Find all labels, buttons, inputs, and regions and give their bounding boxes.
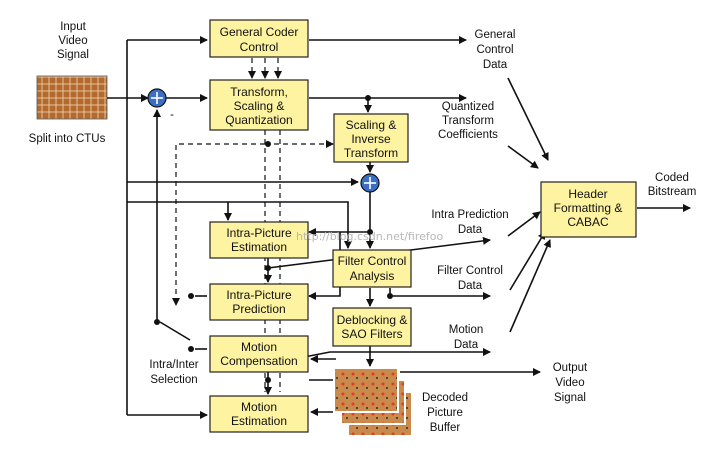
svg-text:Selection: Selection — [150, 374, 197, 386]
svg-text:SAO Filters: SAO Filters — [341, 327, 402, 341]
svg-text:Bitstream: Bitstream — [648, 186, 697, 198]
svg-text:General: General — [475, 29, 516, 41]
svg-text:Filter Control: Filter Control — [437, 265, 503, 277]
deblocking-sao-filters-block: Deblocking & SAO Filters — [332, 307, 412, 347]
quantized-coefficients-label: Quantized Transform Coefficients — [438, 101, 498, 141]
svg-text:Estimation: Estimation — [231, 414, 287, 428]
svg-text:Deblocking &: Deblocking & — [337, 313, 408, 327]
motion-data-to-header-arrow — [509, 239, 551, 333]
svg-text:Transform: Transform — [442, 115, 494, 127]
input-label-line-2: Video — [58, 35, 87, 47]
svg-text:Motion: Motion — [241, 400, 277, 414]
decoded-picture-buffer-label: Decoded Picture Buffer — [422, 392, 468, 434]
intra-inter-selection-label: Intra/Inter Selection — [149, 359, 198, 386]
intra-prediction-data-label: Intra Prediction Data — [431, 209, 508, 236]
svg-text:Coded: Coded — [655, 172, 689, 184]
motion-data-label: Motion Data — [449, 324, 484, 351]
svg-text:Formatting &: Formatting & — [554, 201, 623, 215]
split-label: Split into CTUs — [29, 133, 106, 145]
svg-text:Scaling &: Scaling & — [346, 118, 397, 132]
filter-control-analysis-block: Filter Control Analysis — [332, 249, 412, 288]
svg-text:Intra/Inter: Intra/Inter — [149, 359, 198, 371]
svg-text:Control: Control — [476, 44, 513, 56]
svg-text:Prediction: Prediction — [232, 302, 285, 316]
general-control-data-label: General Control Data — [475, 29, 516, 71]
svg-text:Transform,: Transform, — [230, 85, 288, 99]
svg-text:Buffer: Buffer — [430, 422, 461, 434]
svg-text:Scaling &: Scaling & — [234, 99, 285, 113]
svg-text:Intra-Picture: Intra-Picture — [226, 288, 292, 302]
svg-text:Transform: Transform — [344, 146, 398, 160]
svg-text:Video: Video — [555, 377, 584, 389]
decoded-picture-buffer-frames — [333, 367, 413, 437]
general-coder-control-block: General Coder Control — [209, 19, 309, 58]
input-frame-image — [36, 75, 108, 120]
filter-data-to-header-arrow — [509, 231, 546, 291]
intra-data-to-header-arrow — [507, 211, 541, 237]
svg-text:Coefficients: Coefficients — [438, 129, 498, 141]
svg-text:Inverse: Inverse — [351, 132, 391, 146]
input-label: Input Video Signal — [57, 21, 89, 61]
svg-text:General Coder: General Coder — [220, 25, 299, 39]
svg-text:Compensation: Compensation — [220, 354, 297, 368]
input-label-line-1: Input — [60, 21, 86, 33]
input-label-line-3: Signal — [57, 49, 89, 61]
svg-text:Data: Data — [458, 224, 483, 236]
intra-inter-switch — [159, 321, 191, 341]
svg-text:Data: Data — [483, 59, 508, 71]
svg-text:Quantized: Quantized — [442, 101, 494, 113]
svg-text:Motion: Motion — [449, 324, 484, 336]
quant-data-to-header-arrow — [507, 145, 539, 169]
intra-picture-estimation-block: Intra-Picture Estimation — [209, 221, 309, 259]
svg-text:Quantization: Quantization — [225, 113, 292, 127]
svg-text:Motion: Motion — [241, 340, 277, 354]
svg-text:Header: Header — [568, 187, 607, 201]
svg-text:Filter Control: Filter Control — [338, 254, 407, 268]
output-video-signal-label: Output Video Signal — [553, 362, 588, 404]
svg-text:Intra-Picture: Intra-Picture — [226, 226, 292, 240]
svg-text:Estimation: Estimation — [231, 240, 287, 254]
svg-text:Control: Control — [240, 40, 279, 54]
coded-bitstream-label: Coded Bitstream — [648, 172, 697, 198]
svg-text:Picture: Picture — [427, 407, 463, 419]
svg-text:Data: Data — [458, 280, 483, 292]
svg-text:Analysis: Analysis — [350, 269, 395, 283]
header-formatting-cabac-block: Header Formatting & CABAC — [540, 181, 637, 238]
svg-text:Data: Data — [454, 339, 479, 351]
general-data-to-header-arrow — [507, 77, 549, 161]
scaling-inverse-transform-block: Scaling & Inverse Transform — [333, 113, 409, 163]
watermark-text: http://blog.csdn.net/firefoo — [296, 230, 444, 243]
minus-sign: - — [170, 109, 174, 121]
motion-estimation-block: Motion Estimation — [209, 395, 309, 433]
motion-compensation-block: Motion Compensation — [209, 335, 309, 373]
filter-control-data-label: Filter Control Data — [437, 265, 503, 292]
transform-scaling-quantization-block: Transform, Scaling & Quantization — [209, 79, 309, 131]
svg-text:CABAC: CABAC — [567, 215, 609, 229]
svg-text:Output: Output — [553, 362, 588, 374]
svg-text:Intra Prediction: Intra Prediction — [431, 209, 508, 221]
svg-text:Decoded: Decoded — [422, 392, 468, 404]
svg-text:Signal: Signal — [554, 392, 586, 404]
intra-picture-prediction-block: Intra-Picture Prediction — [209, 283, 309, 321]
